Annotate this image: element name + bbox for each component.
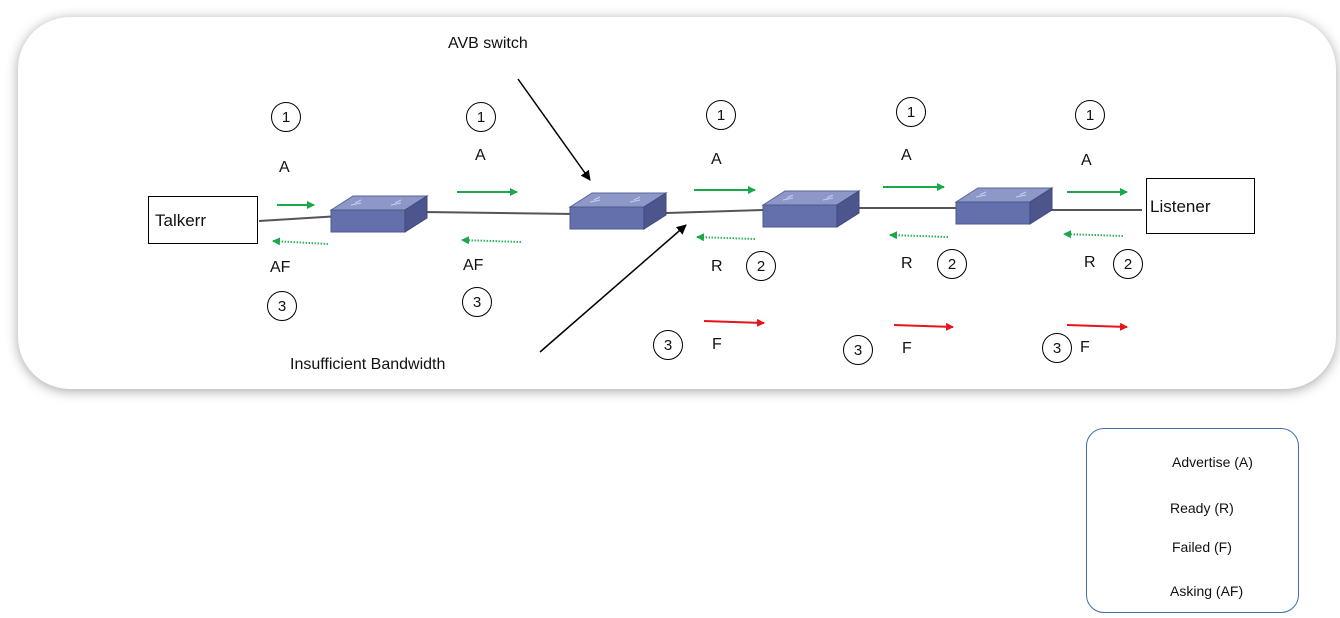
failed-letter: F — [902, 340, 912, 357]
legend-ready-label: Ready (R) — [1170, 500, 1234, 516]
avb-switch-pointer — [517, 78, 591, 181]
listener-box: Listener — [1146, 178, 1255, 234]
ready-letter: R — [1084, 254, 1096, 271]
legend-asking-label: Asking (AF) — [1170, 583, 1244, 599]
return-arrows — [272, 230, 1124, 246]
ready-arrow — [696, 233, 756, 242]
step-3-circle: 3 — [1042, 333, 1072, 363]
asking-arrow — [461, 236, 522, 245]
legend-advertise-label: Advertise (A) — [1172, 454, 1253, 470]
advertise-letter: A — [1081, 152, 1092, 169]
step-2-circle: 2 — [937, 249, 967, 279]
ready-arrow — [889, 231, 949, 240]
failed-arrow — [703, 318, 765, 327]
legend — [1086, 428, 1299, 613]
step-3-circle: 3 — [462, 287, 492, 317]
advertise-letter: A — [279, 159, 290, 176]
step-1-circle: 1 — [896, 97, 926, 127]
listener-label: Listener — [1150, 196, 1211, 216]
failed-letter: F — [712, 336, 722, 353]
step-2-circle: 2 — [1113, 249, 1143, 279]
switch-1 — [330, 195, 428, 233]
avb-switch-label: AVB switch — [448, 35, 528, 52]
talker-box: Talkerr — [148, 196, 258, 244]
switch-avb — [569, 192, 667, 230]
advertise-letter: A — [711, 151, 722, 168]
step-1-circle: 1 — [271, 102, 301, 132]
asking-arrow — [272, 237, 329, 246]
advertise-letter: A — [475, 147, 486, 164]
step-3-circle: 3 — [267, 291, 297, 321]
talker-label: Talkerr — [155, 210, 207, 230]
ready-letter: R — [901, 255, 913, 272]
switch-3 — [762, 190, 860, 228]
advertise-arrows — [277, 183, 1128, 209]
step-2-circle: 2 — [746, 251, 776, 281]
failed-letter: F — [1080, 339, 1090, 356]
step-3-circle: 3 — [843, 335, 873, 365]
asking-letter: AF — [270, 259, 291, 276]
legend-failed-label: Failed (F) — [1172, 539, 1232, 555]
step-1-circle: 1 — [466, 102, 496, 132]
step-3-circle: 3 — [653, 330, 683, 360]
insufficient-bandwidth-label: Insufficient Bandwidth — [290, 356, 446, 373]
step-1-circle: 1 — [706, 100, 736, 130]
advertise-letter: A — [901, 147, 912, 164]
ready-letter: R — [711, 258, 723, 275]
failed-arrow — [893, 322, 954, 331]
bandwidth-pointer — [539, 224, 687, 353]
asking-letter: AF — [463, 257, 484, 274]
ready-arrow — [1063, 230, 1124, 239]
step-1-circle: 1 — [1075, 100, 1105, 130]
failed-arrows — [703, 318, 1128, 331]
failed-arrow — [1066, 322, 1128, 331]
switch-4 — [955, 187, 1053, 225]
